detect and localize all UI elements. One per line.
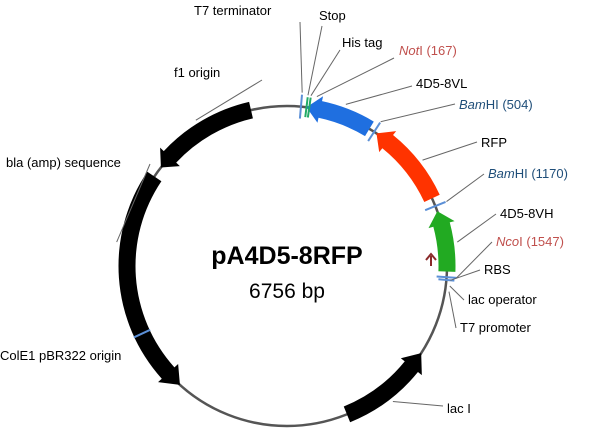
leader-bla-amp (116, 163, 151, 243)
leader-rfp (422, 141, 478, 161)
bla-amp-arrow (118, 171, 180, 385)
leader-stop (307, 25, 323, 96)
site-not-i: NotI (167) (399, 43, 457, 58)
site-ncoi-1547: NcoI (1547) (496, 234, 564, 249)
leader-lac-operator (449, 285, 465, 301)
leader-4d5-8vl (345, 85, 413, 105)
site-bamhi-1170: BamHI (1170) (488, 166, 568, 181)
stop-tick (304, 97, 309, 118)
leader-bamhi-1170 (446, 173, 485, 202)
leader-f1-origin (195, 79, 263, 121)
leader-his-tag (310, 49, 341, 96)
leader-4d5-8vh (457, 213, 497, 243)
label-t7-promoter: T7 promoter (460, 320, 531, 335)
leader-not-i (316, 57, 395, 98)
rbs-tick (438, 278, 455, 282)
plasmid-size: 6756 bp (249, 280, 325, 303)
f1-origin-arrow (160, 101, 253, 168)
t7-promoter-arrow-icon (425, 252, 437, 266)
label-his-tag: His tag (342, 35, 382, 50)
leader-lac-i (392, 401, 444, 407)
bamhi-504-tick (367, 122, 381, 142)
lac-i-arrow (343, 353, 422, 423)
label-lac-operator: lac operator (468, 292, 537, 307)
leader-bamhi-504 (380, 103, 456, 123)
colE1-origin-tick (133, 328, 151, 339)
label-colE1-origin: ColE1 pBR322 origin (0, 348, 121, 363)
his-tag-tick (306, 97, 312, 118)
label-bla-amp: bla (amp) sequence (6, 155, 121, 170)
4d5-8vl-arrow (306, 96, 374, 137)
label-lac-i: lac I (447, 401, 471, 416)
label-stop: Stop (319, 8, 346, 23)
leader-t7-terminator (299, 21, 303, 93)
label-f1-origin: f1 origin (174, 65, 220, 80)
rfp-arrow (376, 131, 440, 202)
site-bamhi-504: BamHI (504) (459, 97, 533, 112)
label-rfp: RFP (481, 135, 507, 150)
label-t7-terminator: T7 terminator (194, 3, 272, 18)
ncoi-tick (436, 275, 457, 279)
label-4d5-8vl: 4D5-8VL (416, 76, 467, 91)
4d5-8vh-arrow (428, 211, 456, 272)
label-rbs: RBS (484, 262, 511, 277)
plasmid-name: pA4D5-8RFP (211, 242, 362, 270)
leader-rbs (450, 269, 481, 281)
bamhi-1170-tick (424, 201, 446, 212)
t7-terminator-tick (298, 94, 303, 119)
leader-t7-promoter (448, 291, 457, 329)
leader-ncoi (456, 241, 493, 279)
label-4d5-8vh: 4D5-8VH (500, 206, 553, 221)
